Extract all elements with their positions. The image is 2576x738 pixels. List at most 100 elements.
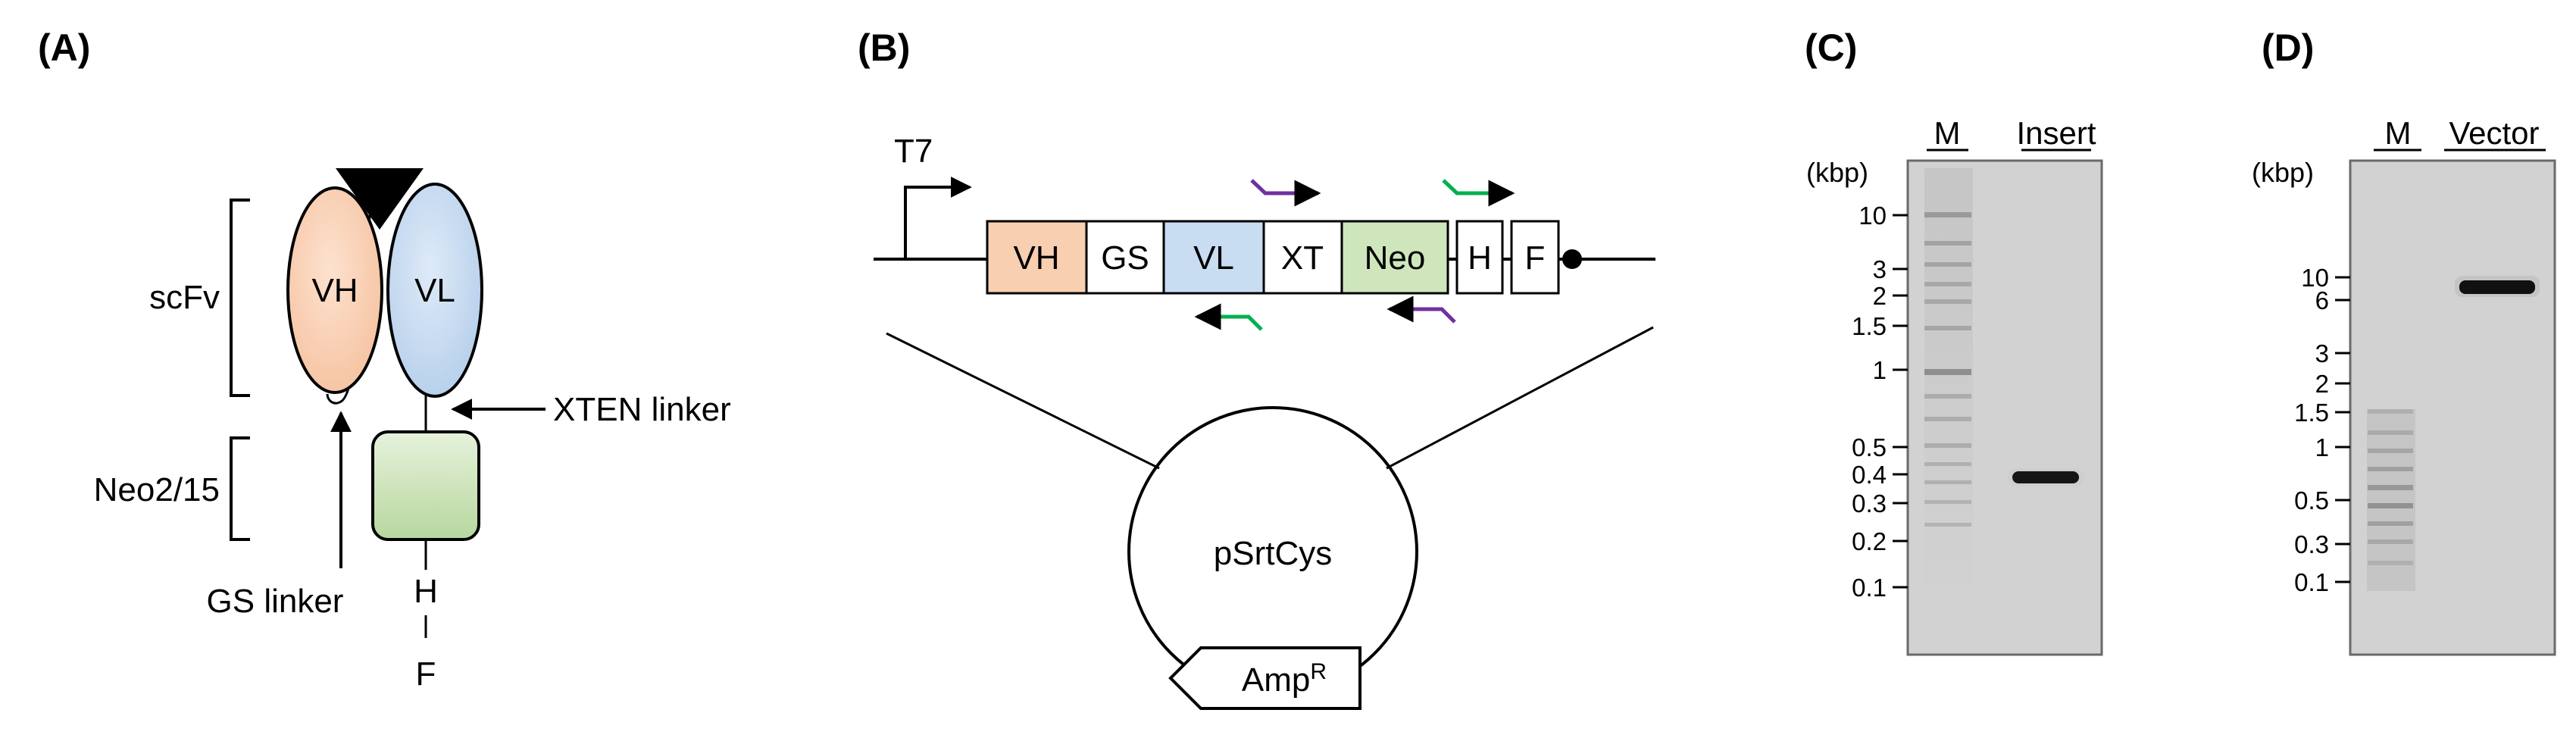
gel-d-tick-marks: [2335, 276, 2350, 583]
gel-d-tick-label: 0.3: [2294, 530, 2329, 558]
gel-c-tick-label: 3: [1873, 255, 1887, 283]
plasmid-label: pSrtCys: [1214, 535, 1332, 572]
gel-c-tick-label: 2: [1873, 282, 1887, 310]
gel-c-ladder-band: [1924, 282, 1971, 286]
gel-d-tick-labels: 10 6 3 2 1.5 1 0.5 0.3 0.1: [2294, 264, 2329, 596]
primer-purple-forward: [1250, 179, 1302, 195]
scfv-bracket: [230, 199, 250, 397]
panel-a-label: (A): [38, 27, 90, 69]
gel-c-tick-label: 0.5: [1852, 433, 1887, 461]
gel-d-ladder-band: [2368, 449, 2413, 453]
panel-c-lane-m: M: [1934, 115, 1961, 151]
panel-c: (C) (kbp) M Insert: [1805, 27, 2103, 656]
cassette-neo-label: Neo: [1365, 239, 1426, 277]
gel-c-insert-band: [2012, 471, 2079, 483]
panel-d-unit: (kbp): [2252, 157, 2314, 188]
cassette-h-label: H: [1468, 239, 1492, 277]
gel-d-ladder-band: [2368, 430, 2413, 435]
gel-d-ladder-band: [2368, 561, 2413, 565]
gel-d-ladder-band: [2368, 539, 2413, 544]
primer-green-reverse: [1212, 314, 1263, 331]
tag-h-label: H: [414, 573, 438, 610]
gel-d-vector-band: [2459, 280, 2535, 294]
gel-c-ladder-band: [1924, 500, 1971, 504]
gel-d-tick-label: 0.1: [2294, 568, 2329, 596]
gel-d-ladder-band: [2368, 467, 2413, 471]
t7-promoter-arrow: [904, 177, 972, 259]
panel-c-lane-insert: Insert: [2016, 115, 2096, 151]
gel-c-ladder: [1924, 212, 1971, 527]
gel-d-tick-label: 1: [2315, 433, 2329, 461]
vh-domain: [286, 186, 383, 394]
gel-c-ladder-band: [1924, 369, 1971, 375]
gs-label: GS linker: [207, 583, 344, 620]
gel-c-tick-label: 1: [1873, 356, 1887, 384]
ampr-text: Amp: [1242, 661, 1310, 699]
gel-d-tick-label: 1.5: [2294, 399, 2329, 427]
gel-c-ladder-band: [1924, 443, 1971, 448]
cassette-f: [1510, 220, 1560, 295]
xten-label: XTEN linker: [553, 391, 731, 428]
panel-d-lane-m: M: [2385, 115, 2412, 151]
gel-d-tick-label: 10: [2301, 264, 2329, 292]
gel-c-ladder-band: [1924, 212, 1971, 217]
gel-c-ladder-band: [1924, 262, 1971, 267]
vh-label: VH: [311, 272, 358, 309]
panel-b: (B) T7 VH GS VL XT Neo H F: [858, 27, 1655, 710]
t7-label: T7: [894, 133, 933, 170]
cassette-xt-label: XT: [1281, 239, 1324, 277]
ampr-superscript: R: [1310, 659, 1327, 684]
gel-c-ladder-band: [1924, 241, 1971, 245]
panel-a: (A) scFv Neo2/15 VH VL H F XTEN linker G…: [38, 27, 731, 693]
gel-d-tick-label: 2: [2315, 370, 2329, 398]
cassette-neo: [1340, 220, 1449, 295]
tag-f-label: F: [416, 655, 436, 693]
expand-line-left: [886, 332, 1160, 470]
cassette-h: [1455, 220, 1504, 295]
vl-domain: [386, 183, 483, 398]
ampr-label: AmpR: [1242, 659, 1327, 699]
cassette-vh-label: VH: [1013, 239, 1059, 277]
gel-d-ladder-band: [2368, 521, 2413, 526]
gel-c-tick-label: 0.4: [1852, 461, 1887, 489]
neo-domain: [371, 430, 480, 541]
gel-c-tick-labels: 10 3 2 1.5 1 0.5 0.4 0.3 0.2 0.1: [1852, 202, 1887, 602]
gel-d-tick-label: 6: [2315, 286, 2329, 314]
gel-c-ladder-band: [1924, 299, 1971, 304]
ampr-arrow: [1168, 646, 1361, 710]
gel-d-ladder: [2368, 409, 2413, 565]
gel-d-tick-label: 0.5: [2294, 486, 2329, 514]
panel-d-label: (D): [2262, 27, 2314, 69]
neo-label: Neo2/15: [94, 471, 220, 508]
panel-d: (D) (kbp) M Vector: [2252, 27, 2556, 656]
gel-d-ladder-band: [2368, 409, 2413, 414]
expand-line-right: [1386, 326, 1654, 470]
gel-c-ladder-band: [1924, 480, 1971, 484]
gel-c-tick-label: 0.2: [1852, 527, 1887, 555]
gel-c-ladder-band: [1924, 394, 1971, 399]
panel-b-label: (B): [858, 27, 910, 69]
primer-green-forward: [1442, 179, 1496, 195]
cassette-vl-label: VL: [1193, 239, 1234, 277]
gel-c-ladder-band: [1924, 326, 1971, 330]
gel-c-ladder-band: [1924, 523, 1971, 527]
terminator-dot: [1562, 249, 1582, 269]
gel-c-tick-label: 10: [1859, 202, 1887, 230]
gel-c-marker-smear: [1924, 168, 1973, 608]
neo-bracket: [230, 436, 250, 541]
cassette-gs-label: GS: [1101, 239, 1149, 277]
gel-c-tick-label: 0.3: [1852, 489, 1887, 518]
gel-c-ladder-band: [1924, 417, 1971, 421]
gel-d-ladder-band: [2368, 485, 2413, 490]
gel-d-ladder-band: [2368, 503, 2413, 508]
gel-d-tick-label: 3: [2315, 339, 2329, 367]
gel-c-ladder-band: [1924, 462, 1971, 466]
gel-c-tick-label: 0.1: [1852, 574, 1887, 602]
primer-purple-reverse: [1405, 307, 1456, 324]
cassette-f-label: F: [1525, 239, 1546, 277]
antigen-triangle: [336, 168, 424, 230]
panel-d-lane-vector: Vector: [2449, 115, 2539, 151]
scfv-label: scFv: [149, 279, 220, 316]
gel-c-tick-marks: [1893, 214, 1908, 589]
panel-c-unit: (kbp): [1806, 157, 1868, 188]
